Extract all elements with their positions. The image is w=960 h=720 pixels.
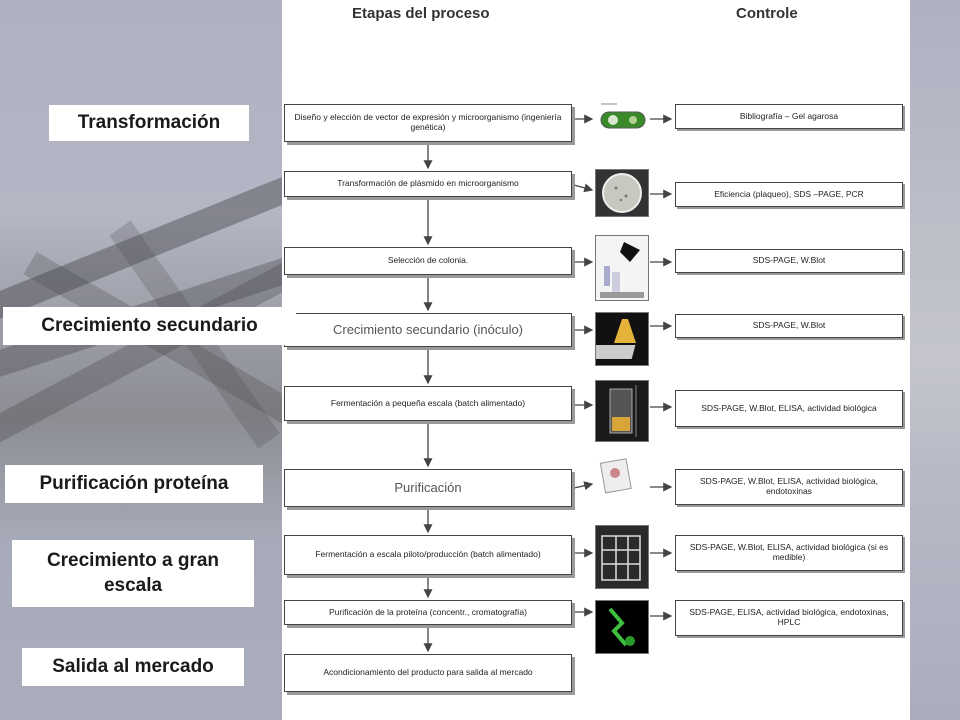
step-protein-purification: Purificación de la proteína (concentr., … [284, 600, 572, 625]
steps-header: Etapas del proceso [352, 5, 490, 22]
fermenter-icon [595, 380, 649, 442]
chromatography-icon [595, 600, 649, 654]
step-market-conditioning: Acondicionamiento del producto para sali… [284, 654, 572, 692]
petri-dish-icon [595, 169, 649, 217]
label-crecimiento-gran-escala: Crecimiento a gran escala [12, 540, 254, 607]
background-right [910, 0, 960, 720]
control-8: SDS-PAGE, ELISA, actividad biológica, en… [675, 600, 903, 636]
step-small-scale-fermentation: Fermentación a pequeña escala (batch ali… [284, 386, 572, 421]
controls-header: Controle [736, 5, 798, 22]
label-purificacion-proteina: Purificación proteína [5, 465, 263, 503]
control-6: SDS-PAGE, W.Blot, ELISA, actividad bioló… [675, 469, 903, 505]
control-3: SDS-PAGE, W.Blot [675, 249, 903, 273]
step-purification: Purificación [284, 469, 572, 507]
step-design-vector: Diseño y elección de vector de expresión… [284, 104, 572, 142]
control-4: SDS-PAGE, W.Blot [675, 314, 903, 338]
purification-column-icon [595, 457, 649, 497]
plasmid-icon [595, 100, 649, 138]
control-1: Bibliografía – Gel agarosa [675, 104, 903, 129]
control-7: SDS-PAGE, W.Blot, ELISA, actividad bioló… [675, 535, 903, 571]
industrial-plant-icon [595, 525, 649, 589]
colony-picking-icon [595, 235, 649, 301]
control-2: Eficiencia (plaqueo), SDS –PAGE, PCR [675, 182, 903, 207]
step-pilot-fermentation: Fermentación a escala piloto/producción … [284, 535, 572, 575]
step-secondary-growth: Crecimiento secundario (inóculo) [284, 313, 572, 347]
step-transformation: Transformación de plásmido en microorgan… [284, 171, 572, 197]
label-transformacion: Transformación [49, 105, 249, 141]
flask-culture-icon [589, 312, 649, 366]
control-5: SDS-PAGE, W.Blot, ELISA, actividad bioló… [675, 390, 903, 427]
step-colony-selection: Selección de colonia. [284, 247, 572, 275]
label-salida-mercado: Salida al mercado [22, 648, 244, 686]
label-crecimiento-secundario: Crecimiento secundario [3, 307, 296, 345]
